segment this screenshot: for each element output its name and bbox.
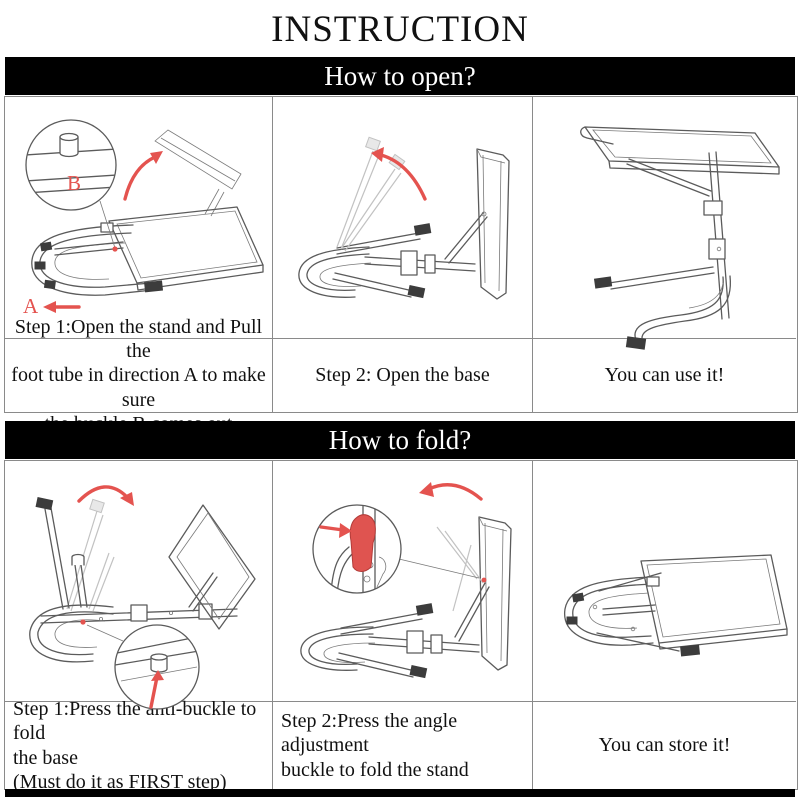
open-step-2-caption-text: Step 2: Open the base	[315, 364, 490, 387]
fold-step-1-caption-text: Step 1:Press the anti-buckle to fold the…	[13, 697, 257, 793]
bottom-divider-bar	[5, 789, 795, 797]
fold-step-2-panel	[273, 461, 533, 701]
open-result-caption-text: You can use it!	[604, 364, 725, 387]
fold-step-1-caption: Step 1:Press the anti-buckle to fold the…	[5, 698, 273, 793]
fold-step-2-illustration	[300, 482, 512, 679]
open-step-2-caption: Step 2: Open the base	[273, 338, 533, 412]
fold-step-1-illustration	[29, 485, 256, 710]
fold-result-caption-text: You can store it!	[598, 734, 731, 757]
fold-step-2-caption-text: Step 2:Press the angle adjustment buckle…	[281, 709, 469, 781]
buckle-b-label: B	[67, 171, 82, 195]
fold-result-panel	[533, 461, 796, 701]
open-step-2-illustration	[298, 136, 510, 300]
fold-step-1-panel	[5, 461, 273, 710]
open-section-grid: B A	[4, 96, 798, 435]
open-result-caption: You can use it!	[533, 338, 796, 412]
fold-result-illustration	[564, 554, 788, 657]
section-banner-open: How to open?	[5, 57, 795, 95]
open-result-panel	[533, 97, 796, 350]
open-result-illustration	[580, 126, 780, 350]
open-step-1-illustration	[25, 119, 264, 313]
open-step-1-caption: Step 1:Open the stand and Pull the foot …	[5, 316, 273, 435]
fold-section-grid: Step 1:Press the anti-buckle to fold the…	[4, 460, 798, 793]
section-banner-fold-label: How to fold?	[328, 424, 472, 455]
fold-result-caption: You can store it!	[533, 701, 796, 789]
fold-step-2-caption: Step 2:Press the angle adjustment buckle…	[273, 701, 533, 789]
direction-a-label: A	[23, 294, 39, 318]
section-banner-fold: How to fold?	[5, 421, 795, 459]
page-title: INSTRUCTION	[271, 9, 529, 50]
open-step-2-panel	[273, 97, 533, 338]
section-banner-open-label: How to open?	[324, 60, 476, 91]
open-step-1-panel: B A	[5, 97, 273, 338]
